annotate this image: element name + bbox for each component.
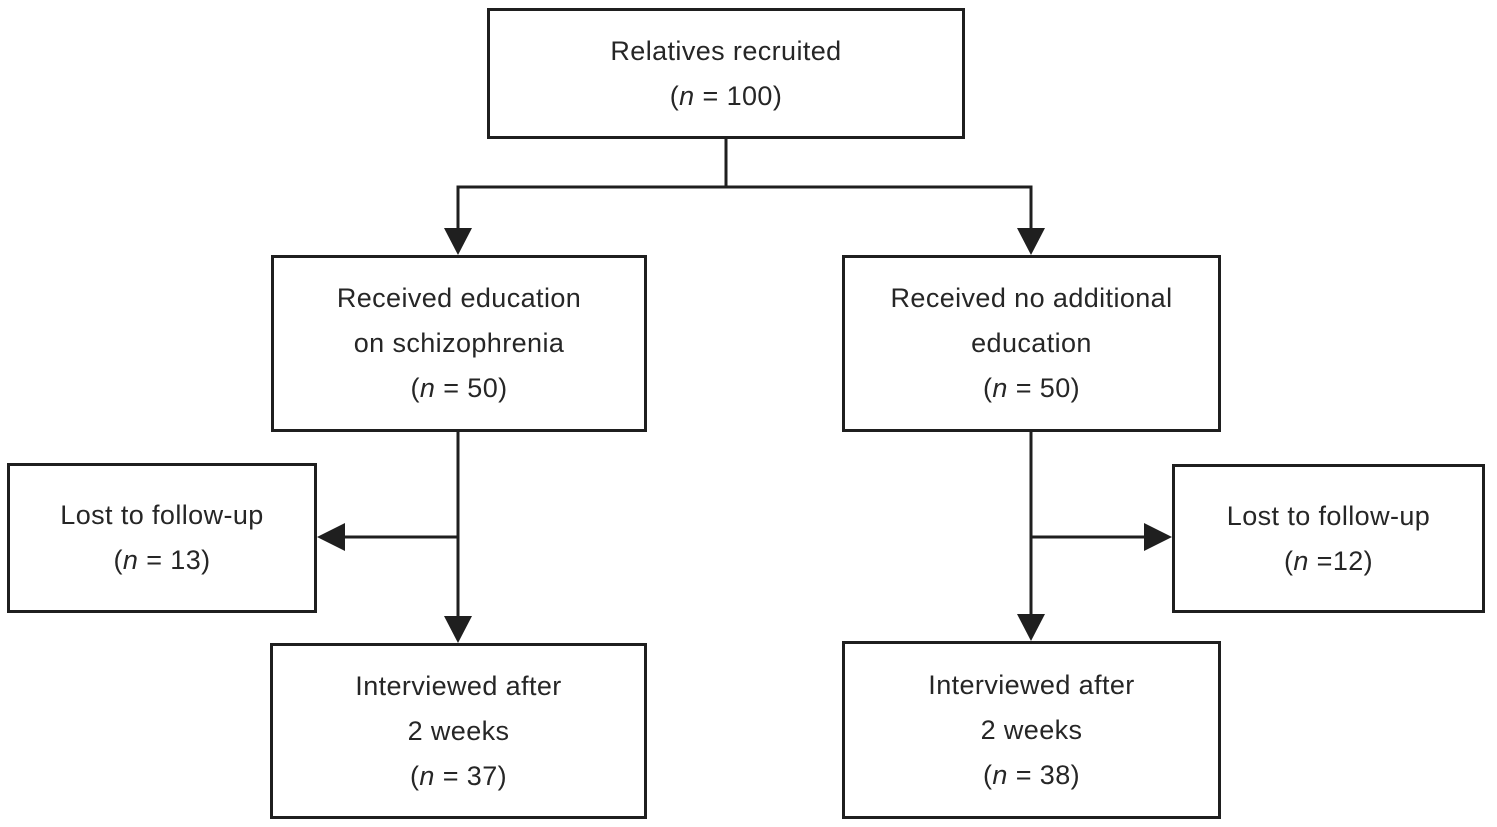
- node-label: Interviewed after: [355, 670, 562, 701]
- n-value: = 13): [138, 545, 211, 575]
- node-label: Lost to follow-up: [1226, 500, 1431, 531]
- node-label: on schizophrenia: [353, 328, 565, 358]
- node-count: (n = 13): [113, 538, 210, 583]
- n-value: = 100): [694, 80, 783, 111]
- paren-open: (: [982, 759, 993, 790]
- n-value: = 37): [434, 760, 508, 791]
- paren-open: (: [113, 545, 123, 575]
- n-value: = 50): [435, 373, 508, 403]
- node-count: (n =12): [1284, 539, 1373, 584]
- n-value: = 38): [1007, 759, 1081, 790]
- arrowhead-into-interviewed-right: [1017, 614, 1045, 641]
- n-symbol: n: [419, 760, 435, 791]
- n-symbol: n: [1293, 545, 1309, 576]
- node-label: Received no additional: [890, 283, 1173, 313]
- node-label: Lost to follow-up: [60, 500, 264, 530]
- node-lost-to-follow-up-left: Lost to follow-up (n = 13): [7, 463, 317, 613]
- node-count: (n = 37): [410, 754, 507, 799]
- node-count: (n = 38): [983, 753, 1080, 798]
- node-count: (n = 50): [983, 366, 1080, 411]
- arrowhead-into-lost-right: [1144, 523, 1172, 551]
- node-label: education: [971, 328, 1092, 358]
- arrowhead-into-lost-left: [317, 523, 345, 551]
- arrowhead-into-control: [1017, 228, 1045, 255]
- n-value: = 50): [1007, 373, 1081, 403]
- node-no-additional-education: Received no additional education (n = 50…: [842, 255, 1221, 432]
- node-count: (n = 100): [670, 74, 782, 119]
- arrowhead-into-education: [444, 228, 472, 255]
- n-symbol: n: [419, 373, 436, 403]
- node-label: Interviewed after: [928, 669, 1135, 700]
- paren-open: (: [982, 373, 993, 403]
- n-value: =12): [1308, 545, 1374, 576]
- paren-open: (: [669, 80, 680, 111]
- node-lost-to-follow-up-right: Lost to follow-up (n =12): [1172, 464, 1485, 613]
- node-received-education: Received education on schizophrenia (n =…: [271, 255, 647, 432]
- node-label: 2 weeks: [980, 714, 1083, 745]
- arrowhead-into-interviewed-left: [444, 616, 472, 643]
- node-interviewed-left: Interviewed after 2 weeks (n = 37): [270, 643, 647, 819]
- paren-open: (: [409, 760, 420, 791]
- n-symbol: n: [122, 545, 139, 575]
- node-count: (n = 50): [410, 366, 507, 411]
- node-relatives-recruited: Relatives recruited (n = 100): [487, 8, 965, 139]
- paren-open: (: [1283, 545, 1294, 576]
- node-label: 2 weeks: [407, 715, 510, 746]
- node-label: Relatives recruited: [610, 35, 842, 66]
- node-interviewed-right: Interviewed after 2 weeks (n = 38): [842, 641, 1221, 819]
- paren-open: (: [410, 373, 420, 403]
- n-symbol: n: [679, 80, 695, 111]
- node-label: Received education: [336, 283, 582, 313]
- n-symbol: n: [992, 373, 1008, 403]
- n-symbol: n: [992, 759, 1008, 790]
